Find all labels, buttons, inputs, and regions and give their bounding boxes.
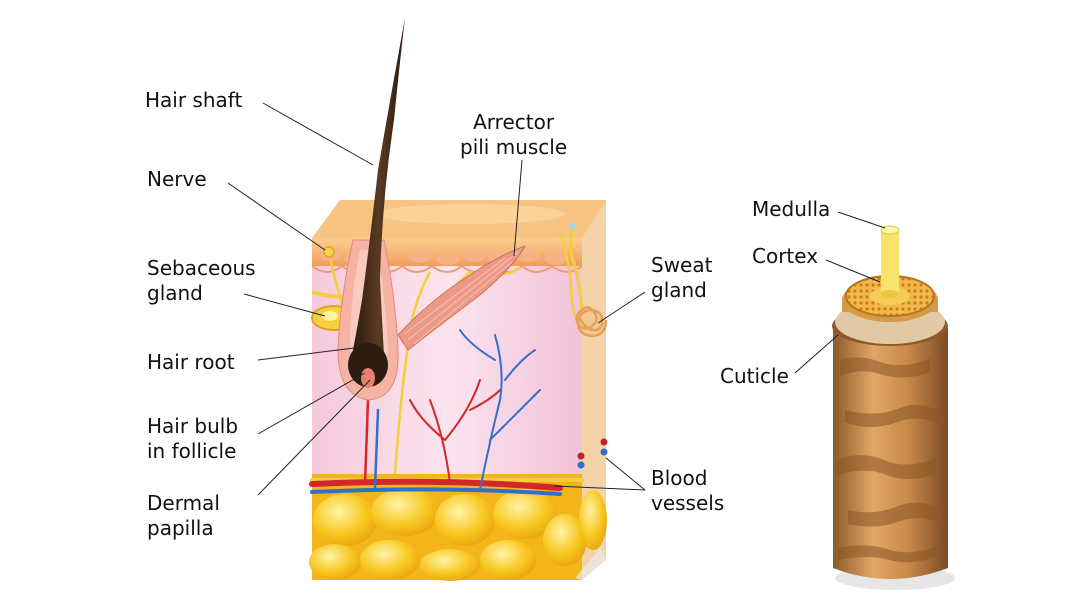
label-sebaceous-gland: Sebaceous gland bbox=[147, 256, 256, 305]
leader-hair-root bbox=[257, 346, 363, 361]
fat-cells bbox=[309, 488, 607, 581]
skin-side-face bbox=[582, 200, 606, 580]
label-cortex: Cortex bbox=[752, 244, 819, 268]
hair-strand-model bbox=[832, 225, 955, 590]
arrector-pili-muscle-shape bbox=[397, 245, 527, 351]
label-sweat-gland: Sweat gland bbox=[651, 253, 713, 302]
label-dermal-papilla: Dermal papilla bbox=[147, 491, 220, 540]
leader-blood-2 bbox=[553, 485, 646, 491]
label-arrector-pili: Arrector pili muscle bbox=[460, 110, 568, 159]
leader-cortex bbox=[825, 259, 881, 283]
blood-vessel-network bbox=[309, 329, 584, 496]
leader-hair-bulb bbox=[257, 372, 366, 435]
label-hair-shaft: Hair shaft bbox=[145, 88, 243, 112]
leader-sebaceous bbox=[243, 293, 326, 317]
leader-nerve bbox=[227, 182, 326, 251]
leader-hair-shaft bbox=[262, 102, 374, 166]
leader-lines bbox=[227, 102, 886, 496]
leader-arrector bbox=[513, 159, 523, 257]
leader-cuticle bbox=[794, 334, 839, 374]
dermal-papilla-shape bbox=[361, 368, 375, 388]
leader-blood-1 bbox=[605, 457, 646, 491]
hair-shaft-shape bbox=[352, 18, 405, 384]
vessel-cross-section-blue bbox=[600, 448, 608, 456]
label-nerve: Nerve bbox=[147, 167, 207, 191]
vessel-cross-section-red bbox=[600, 438, 608, 446]
label-cuticle: Cuticle bbox=[720, 364, 789, 388]
nerve-ending bbox=[323, 246, 335, 258]
hair-bulb-shape bbox=[348, 343, 388, 387]
sweat-gland-shape bbox=[569, 223, 608, 338]
leader-dermal-papilla bbox=[257, 379, 371, 496]
label-hair-root: Hair root bbox=[147, 350, 235, 374]
leader-sweat bbox=[597, 291, 646, 324]
hair-follicle-and-shaft bbox=[337, 18, 405, 401]
leader-medulla bbox=[837, 211, 886, 229]
label-medulla: Medulla bbox=[752, 197, 831, 221]
label-hair-bulb: Hair bulb in follicle bbox=[147, 414, 239, 463]
medulla-core bbox=[881, 230, 899, 294]
label-blood-vessels: Blood vessels bbox=[651, 466, 725, 515]
